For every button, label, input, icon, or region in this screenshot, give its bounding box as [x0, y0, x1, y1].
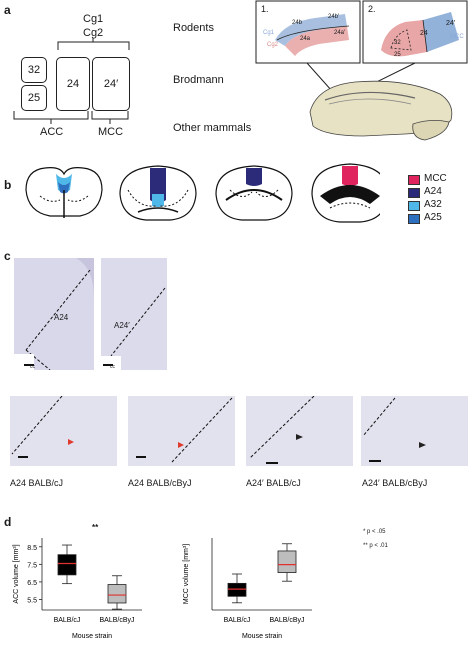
- category-label: BALB/cJ: [54, 617, 81, 624]
- inset-1-cg2: Cg2: [267, 42, 279, 48]
- y-tick-label: 6.5: [27, 580, 37, 587]
- panel-a-label: a: [4, 3, 11, 17]
- panel-a-brackets: [13, 38, 130, 124]
- inset-1-24a: 24a: [300, 36, 311, 42]
- box-25: 25: [21, 85, 47, 111]
- micrograph-a24-balbcj: [10, 396, 117, 466]
- x-axis-label: Mouse strain: [72, 633, 112, 640]
- inset-1-24a-prime: 24a′: [334, 30, 346, 36]
- box-balbcbyj: [107, 584, 127, 604]
- legend-label-mcc: MCC: [424, 173, 447, 184]
- micrograph-area-a24: A24: [54, 313, 69, 322]
- y-axis-label: ACC volume [mm³]: [13, 544, 20, 603]
- caption-a24-prime-balbcbyj: A24′ BALB/cByJ: [362, 478, 428, 488]
- other-mammals-label: Other mammals: [173, 122, 252, 134]
- box-24-prime: 24′: [92, 57, 130, 111]
- inset-2-25: 25: [394, 52, 401, 58]
- acc-volume-chart: 8.5 7.5 6.5 5.5 ACC volume [mm³] BALB/cJ BALB/…: [13, 538, 142, 640]
- inset-1-24b: 24b: [292, 20, 303, 26]
- coronal-section-1: [25, 167, 103, 218]
- brain-inset-figure: [255, 0, 468, 141]
- rodents-label: Rodents: [173, 22, 214, 34]
- category-label: BALB/cJ: [224, 617, 251, 624]
- micrograph-a24-overview: [14, 258, 94, 370]
- inset-2-number: 2.: [368, 4, 376, 14]
- inset-1-24b-prime: 24b′: [328, 14, 340, 20]
- cg2-label: Cg2: [83, 27, 104, 39]
- brodmann-label: Brodmann: [173, 74, 224, 86]
- coronal-sections: [25, 163, 380, 223]
- coronal-section-2: [119, 165, 197, 221]
- inset-2-24-prime: 24′: [446, 20, 456, 27]
- significance-legend-1: * p < .05: [363, 529, 386, 535]
- y-axis-label: MCC volume [mm³]: [183, 544, 190, 604]
- mcc-label: MCC: [98, 126, 124, 138]
- legend-swatch-a24: [408, 188, 420, 198]
- box-balbcbyj: [277, 550, 297, 573]
- caption-a24-balbcbyj: A24 BALB/cByJ: [128, 478, 192, 488]
- y-tick-label: 5.5: [27, 597, 37, 604]
- acc-significance-marker: **: [92, 523, 99, 532]
- significance-legend-2: ** p < .01: [363, 543, 388, 549]
- box-24: 24: [56, 57, 90, 111]
- cc-label-left: cc: [30, 364, 35, 370]
- micrograph-area-a24-prime: A24′: [114, 321, 130, 330]
- volume-boxplots: 8.5 7.5 6.5 5.5 ACC volume [mm³] BALB/cJ BALB/…: [13, 538, 312, 640]
- coronal-section-4: [311, 163, 380, 223]
- legend-swatch-mcc: [408, 175, 420, 185]
- category-label: BALB/cByJ: [269, 617, 304, 624]
- legend-label-a24: A24: [424, 186, 442, 197]
- caption-a24-balbcj: A24 BALB/cJ: [10, 478, 64, 488]
- micrograph-a24-prime-balbcj: [246, 396, 353, 466]
- legend-label-a32: A32: [424, 199, 442, 210]
- inset-1-number: 1.: [261, 4, 269, 14]
- micrograph-a24-balbcbyj: [128, 396, 235, 466]
- caption-a24-prime-balbcj: A24′ BALB/cJ: [246, 478, 301, 488]
- category-label: BALB/cByJ: [99, 617, 134, 624]
- mcc-volume-chart: MCC volume [mm³] BALB/cJ BALB/cByJ Mouse st…: [183, 538, 312, 640]
- y-tick-label: 7.5: [27, 562, 37, 569]
- box-balbcj: [227, 582, 247, 597]
- inset-2-32: 32: [394, 40, 401, 46]
- x-axis-label: Mouse strain: [242, 633, 282, 640]
- panel-c-label: c: [4, 249, 11, 263]
- cg1-label: Cg1: [83, 13, 104, 25]
- micrograph-a24-prime-overview: [101, 258, 167, 370]
- box-balbcj: [57, 554, 77, 576]
- legend-swatch-a32: [408, 201, 420, 211]
- coronal-section-3: [215, 165, 293, 221]
- acc-label: ACC: [40, 126, 64, 138]
- micrograph-a24-prime-balbcbyj: [361, 396, 468, 466]
- legend-label-a25: A25: [424, 212, 442, 223]
- panel-d-label: d: [4, 515, 12, 529]
- panel-b-label: b: [4, 178, 12, 192]
- inset-2-mcc: MCC: [450, 34, 464, 40]
- y-tick-label: 8.5: [27, 545, 37, 552]
- box-32: 32: [21, 57, 47, 83]
- cc-label-right: cc: [110, 364, 115, 370]
- inset-1-cg1: Cg1: [263, 30, 275, 36]
- legend-swatch-a25: [408, 214, 420, 224]
- inset-2-24: 24: [420, 30, 428, 37]
